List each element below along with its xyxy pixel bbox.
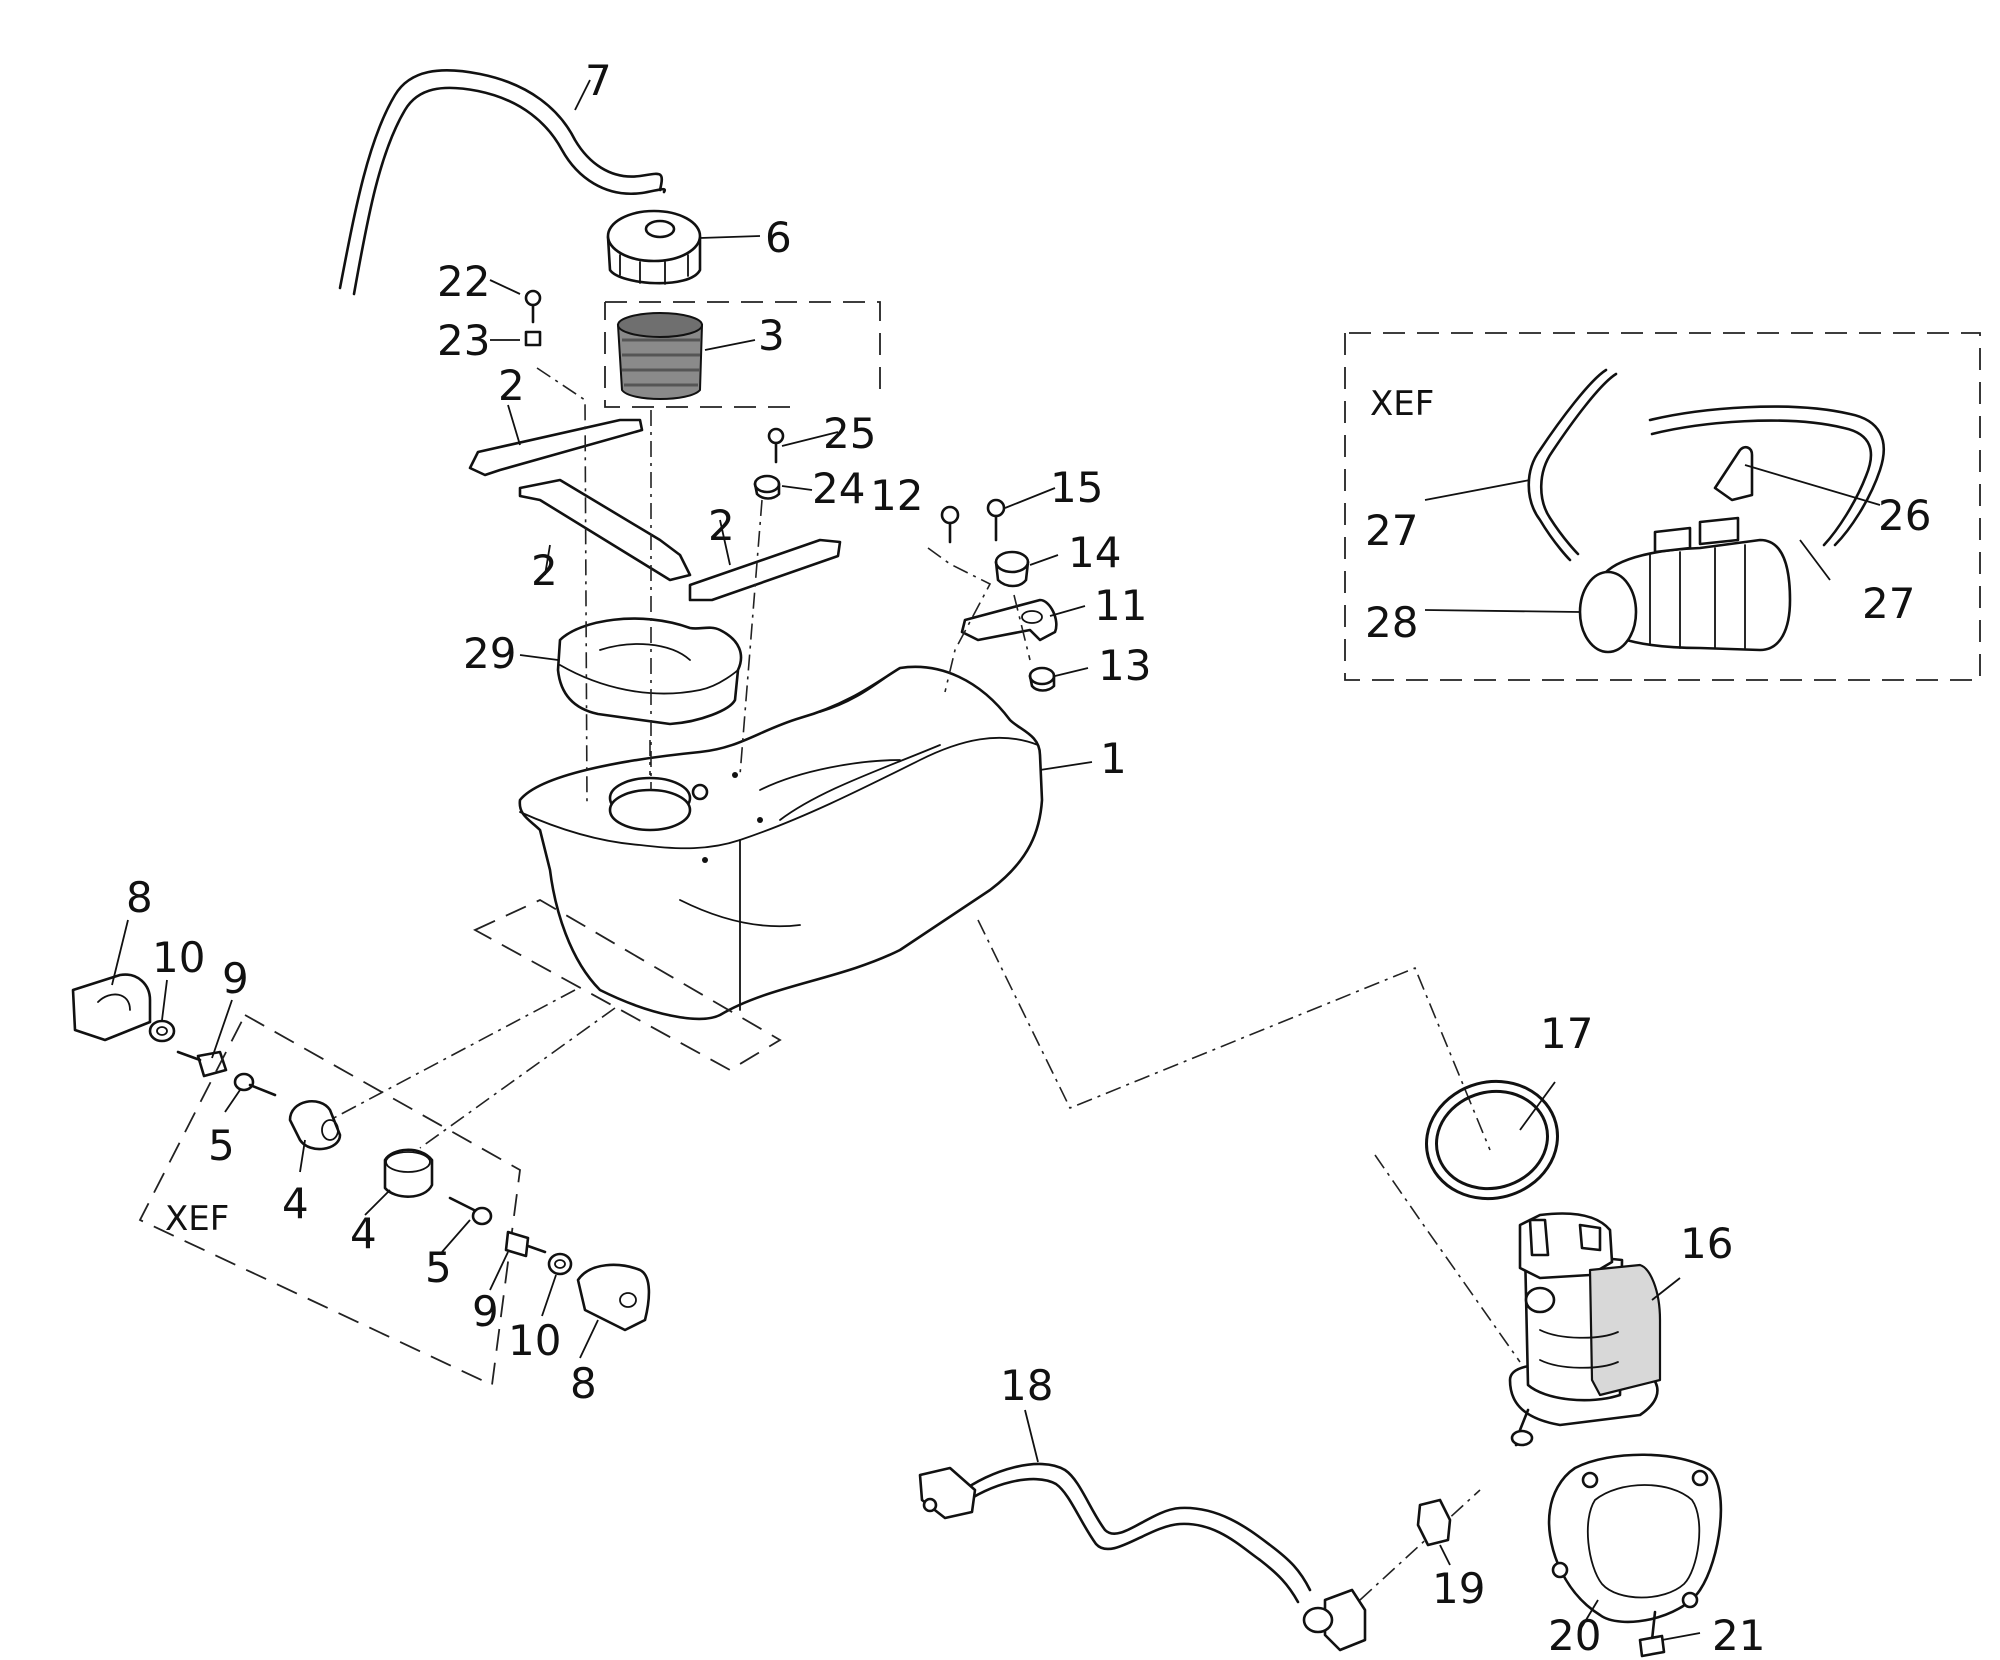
callout-9-upper: 9 — [222, 954, 249, 1003]
callout-25: 25 — [823, 409, 876, 458]
callout-11: 11 — [1094, 581, 1147, 630]
part-29-pad — [556, 617, 743, 726]
inset-box-dashed — [1344, 332, 1981, 681]
callout-28: 28 — [1365, 598, 1418, 647]
part-6-fuel-cap — [606, 209, 702, 285]
callout-2-right: 2 — [708, 501, 735, 550]
callout-22: 22 — [437, 257, 490, 306]
callout-8-lower: 8 — [570, 1359, 597, 1408]
callout-4-upper: 4 — [282, 1179, 309, 1228]
callout-10-upper: 10 — [152, 933, 205, 982]
part-5-stud-upper — [233, 1072, 277, 1097]
tank-mount-dashed — [473, 898, 782, 1072]
variant-label-mount: XEF — [165, 1199, 229, 1239]
filter-box-dashed — [604, 301, 881, 408]
mount-box-dashed — [138, 1013, 521, 1387]
part-16-fuel-pump — [1508, 1212, 1662, 1447]
part-19-clip — [1416, 1498, 1452, 1547]
part-23-spacer — [524, 330, 542, 347]
part-3-filter-screen — [616, 312, 704, 400]
callout-7: 7 — [585, 56, 612, 105]
assembly-lines — [329, 367, 1521, 1601]
part-27-hoses — [1527, 368, 1885, 562]
part-8-rubber-mount-lower — [576, 1263, 651, 1332]
callout-4-lower: 4 — [350, 1209, 377, 1258]
callout-19: 19 — [1432, 1564, 1485, 1613]
part-20-gasket — [1547, 1453, 1723, 1624]
leader-lines — [111, 79, 1881, 1641]
part-5-stud-lower — [448, 1196, 493, 1226]
part-26-bracket — [1713, 445, 1754, 502]
part-10-washer-lower — [547, 1252, 573, 1276]
callout-21: 21 — [1712, 1611, 1765, 1660]
part-12-bolt — [940, 505, 960, 544]
callout-2-left: 2 — [531, 546, 558, 595]
part-2-rubber-strips — [468, 418, 842, 602]
callout-numbers: 7 6 22 23 3 2 25 24 12 15 2 2 14 11 29 1… — [126, 56, 1931, 1660]
part-1-fuel-tank — [518, 665, 1044, 1021]
variant-label-inset: XEF — [1370, 384, 1434, 424]
callout-5-lower: 5 — [425, 1243, 452, 1292]
callout-10-lower: 10 — [508, 1316, 561, 1365]
callout-9-lower: 9 — [472, 1287, 499, 1336]
part-28-canister — [1578, 516, 1792, 654]
callout-2-top: 2 — [498, 361, 525, 410]
callout-24: 24 — [812, 464, 865, 513]
part-25-screw — [767, 427, 785, 464]
callout-18: 18 — [1000, 1361, 1053, 1410]
callout-27-left: 27 — [1365, 506, 1418, 555]
part-15-bolt — [986, 498, 1006, 542]
part-21-screw — [1638, 1610, 1666, 1658]
callout-3: 3 — [758, 311, 785, 360]
callout-5-upper: 5 — [208, 1121, 235, 1170]
callout-8-upper: 8 — [126, 873, 153, 922]
part-9-bolt-upper — [176, 1050, 228, 1078]
part-10-washer-upper — [148, 1019, 176, 1043]
callout-16: 16 — [1680, 1219, 1733, 1268]
part-4-cylinder-upper — [288, 1100, 342, 1151]
part-22-screw — [524, 289, 542, 324]
part-4-cylinder-lower — [383, 1148, 434, 1198]
part-24-grommet — [753, 474, 781, 500]
callout-26: 26 — [1878, 491, 1931, 540]
callout-1: 1 — [1100, 734, 1127, 783]
part-7-breather-hose — [338, 69, 667, 296]
callout-17: 17 — [1540, 1009, 1593, 1058]
callout-13: 13 — [1098, 641, 1151, 690]
part-18-fuel-line — [918, 1462, 1367, 1652]
callout-23: 23 — [437, 316, 490, 365]
part-11-bracket — [960, 598, 1058, 642]
callout-12: 12 — [870, 471, 923, 520]
part-13-nut — [1028, 666, 1056, 692]
part-14-grommet — [994, 550, 1030, 588]
callout-29: 29 — [463, 629, 516, 678]
part-8-rubber-mount-upper — [71, 973, 152, 1042]
callout-14: 14 — [1068, 528, 1121, 577]
callout-27-right: 27 — [1862, 579, 1915, 628]
part-9-bolt-lower — [504, 1230, 547, 1258]
callout-6: 6 — [765, 213, 792, 262]
callout-15: 15 — [1050, 463, 1103, 512]
part-17-o-ring — [1425, 1079, 1559, 1201]
callout-20: 20 — [1548, 1611, 1601, 1660]
